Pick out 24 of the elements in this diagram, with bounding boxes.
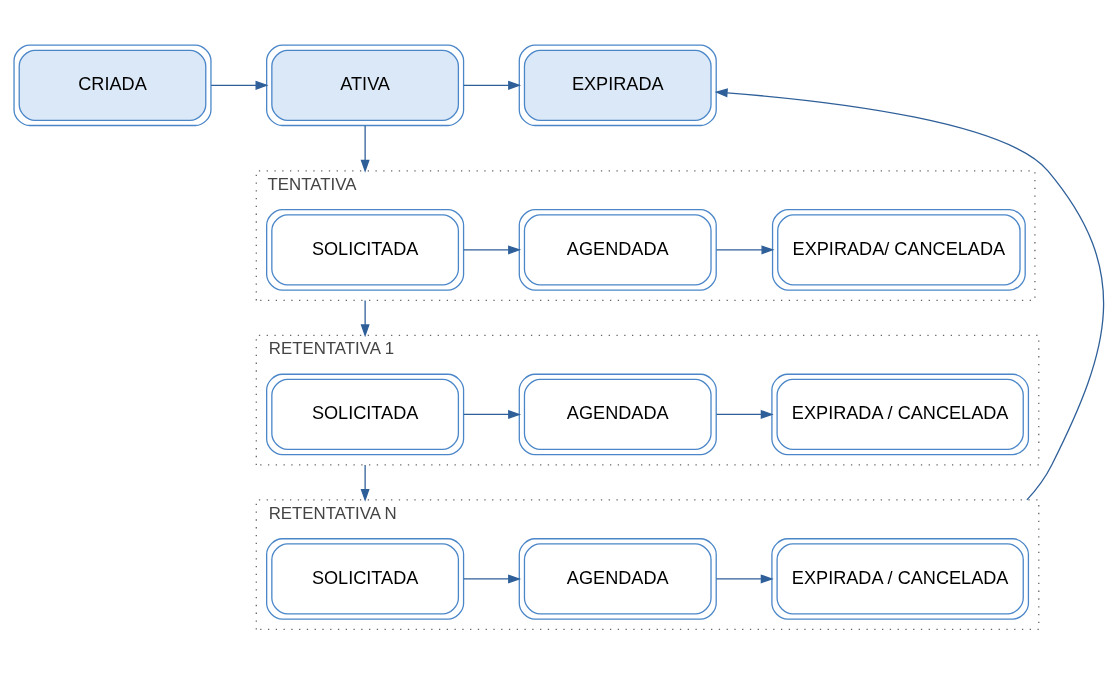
node-box: SOLICITADA [266,537,465,620]
node-box: EXPIRADA / CANCELADA [771,373,1030,455]
arrow [463,573,522,583]
node-box: EXPIRADA / CANCELADA [771,537,1030,620]
node-box: AGENDADA [518,537,717,620]
arrow [360,299,370,337]
arrow [360,463,370,502]
arrow [715,409,774,419]
node-box: EXPIRADA [518,44,717,126]
node-box: AGENDADA [518,208,717,291]
node-box: EXPIRADA/ CANCELADA [771,208,1026,291]
arrow [210,80,269,90]
node-box: CRIADA [13,44,212,126]
arrow [715,244,775,254]
arrow [463,244,522,254]
arrow [714,87,1105,501]
arrow [463,80,522,90]
arrow [463,409,522,419]
node-box: SOLICITADA [266,373,465,455]
arrow [715,573,774,583]
arrow [360,124,370,173]
node-box: SOLICITADA [266,208,465,291]
node-box: ATIVA [266,44,465,126]
node-box: AGENDADA [518,373,717,455]
